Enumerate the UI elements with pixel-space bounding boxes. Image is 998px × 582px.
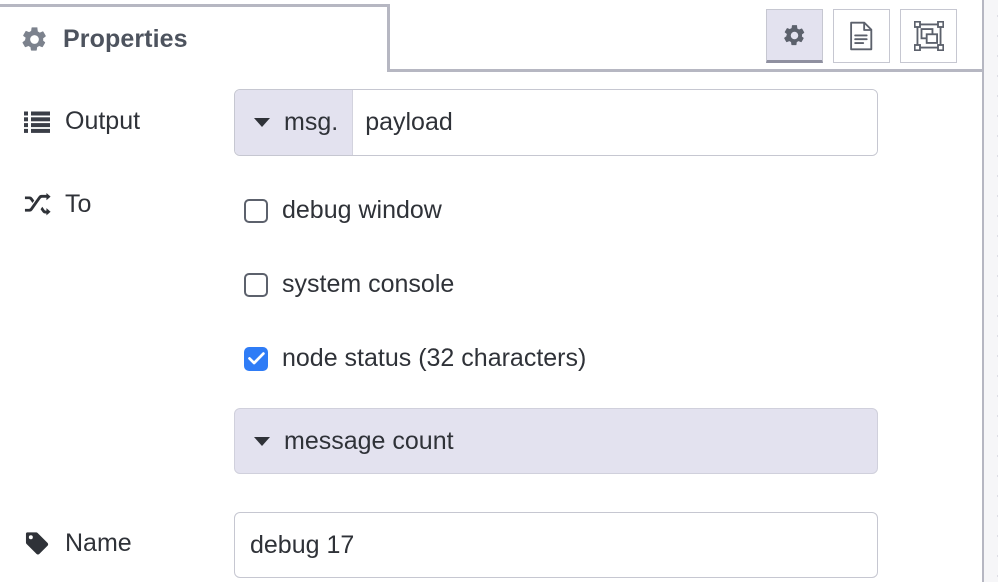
checkbox-node-status[interactable]: node status (32 characters) (244, 344, 586, 373)
description-tab-button[interactable] (833, 9, 890, 63)
list-icon (22, 111, 52, 133)
output-type-select[interactable]: msg. (235, 90, 354, 155)
gear-icon (20, 25, 49, 54)
chevron-down-icon (254, 436, 270, 446)
to-label: To (22, 190, 91, 219)
check-icon (247, 352, 265, 365)
status-type-value: message count (284, 426, 454, 455)
appearance-icon (913, 21, 944, 51)
panel-tab-buttons (766, 9, 957, 63)
output-row: Output msg. payload (0, 72, 982, 176)
chevron-down-icon (254, 118, 270, 127)
tab-properties-label: Properties (63, 25, 188, 53)
panel-tabstrip: Properties (0, 0, 982, 72)
flow-canvas-strip (984, 0, 998, 582)
checkbox-node-status-box[interactable] (244, 346, 268, 371)
checkbox-debug-window-label: debug window (282, 196, 442, 224)
checkbox-system-console-box[interactable] (244, 272, 268, 297)
name-label-text: Name (65, 529, 132, 557)
output-label-text: Output (65, 107, 141, 135)
name-label: Name (22, 529, 132, 558)
appearance-tab-button[interactable] (900, 9, 957, 63)
to-row: To debug window system console node stat… (0, 176, 982, 548)
checkbox-system-console[interactable]: system console (244, 270, 454, 299)
output-property-input[interactable]: payload (353, 90, 877, 155)
checkbox-node-status-label: node status (32 characters) (282, 344, 587, 372)
panel-right-border (982, 0, 984, 582)
output-type-label: msg. (284, 108, 339, 136)
checkbox-debug-window[interactable]: debug window (244, 196, 442, 225)
tabstrip-underline (390, 69, 982, 72)
checkbox-system-console-label: system console (282, 270, 455, 298)
name-input[interactable]: debug 17 (234, 512, 878, 578)
properties-tab-button[interactable] (766, 9, 823, 63)
shuffle-icon (22, 192, 52, 217)
checkbox-debug-window-box[interactable] (244, 198, 268, 223)
name-row: Name debug 17 (0, 497, 982, 582)
status-type-select[interactable]: message count (234, 408, 878, 474)
to-label-text: To (65, 190, 92, 218)
output-typed-input[interactable]: msg. payload (234, 89, 878, 156)
tag-icon (22, 531, 52, 556)
gear-icon (784, 24, 805, 45)
tab-properties[interactable]: Properties (0, 4, 390, 72)
output-label: Output (22, 107, 140, 136)
document-icon (850, 21, 873, 51)
